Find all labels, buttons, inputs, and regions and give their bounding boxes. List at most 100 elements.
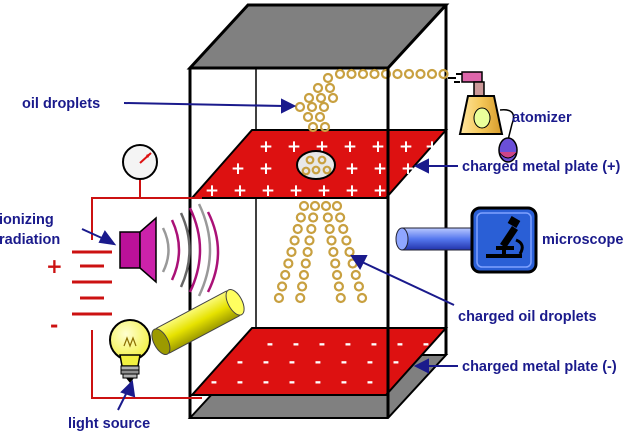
oil-droplet	[307, 121, 319, 133]
charged-oil-droplet	[353, 281, 365, 292]
plus-sign: +	[205, 181, 219, 201]
microscope-label: microscope	[542, 232, 623, 248]
charged-oil-droplet	[309, 200, 321, 212]
minus-sign: -	[315, 352, 322, 371]
oil-droplets-label: oil droplets	[22, 96, 100, 112]
minus-sign: -	[319, 334, 326, 353]
minus-sign: -	[315, 372, 322, 391]
minus-sign: -	[341, 352, 348, 371]
plus-sign: +	[259, 159, 273, 179]
plus-sign: +	[373, 181, 387, 201]
ionizing-label: ionizing	[0, 212, 54, 228]
light-bulb-icon	[109, 319, 151, 383]
charged-oil-droplet	[298, 269, 310, 281]
charged-oil-droplet	[300, 258, 311, 269]
oil-droplet	[318, 101, 330, 113]
charged-oil-droplet	[280, 269, 291, 281]
charged-oil-droplet	[276, 281, 288, 292]
plate-viewing-hole	[296, 150, 336, 180]
minus-sign: -	[211, 372, 218, 391]
oil-droplet	[311, 165, 321, 175]
minus-sign: -	[367, 352, 374, 371]
charged-oil-droplet	[292, 223, 303, 235]
charged-oil-droplet	[295, 292, 306, 304]
oil-droplets	[294, 68, 449, 133]
plus-sign: +	[399, 137, 413, 157]
minus-sign: -	[367, 372, 374, 391]
microscope-icon	[470, 206, 538, 274]
oil-droplet	[314, 111, 326, 123]
oil-droplet	[327, 92, 339, 104]
oil-droplet	[403, 68, 415, 80]
charged-oil-droplets-label: charged oil droplets	[458, 309, 597, 325]
charged-oil-droplet	[304, 235, 315, 246]
oil-droplets-in-hole	[301, 155, 332, 176]
oil-droplet	[357, 68, 369, 80]
battery-plus-sign: +	[46, 254, 63, 278]
minus-sign: -	[267, 334, 274, 353]
plus-sign: +	[289, 181, 303, 201]
charged-oil-droplet	[333, 281, 345, 292]
plus-sign: +	[231, 159, 245, 179]
oil-droplet	[301, 166, 311, 176]
oil-droplet	[294, 101, 306, 113]
oil-droplet	[317, 155, 327, 165]
oil-droplet	[324, 82, 336, 94]
oil-droplet	[305, 155, 315, 165]
plus-sign: +	[317, 181, 331, 201]
charged-oil-droplet	[350, 269, 361, 281]
radiation-label: radiation	[0, 232, 60, 248]
oil-droplet	[322, 165, 332, 175]
plus-sign: +	[261, 181, 275, 201]
oil-droplet	[303, 92, 315, 104]
plus-sign: +	[259, 137, 273, 157]
battery	[72, 250, 112, 316]
minus-sign: -	[289, 352, 296, 371]
minus-signs: ---------------------	[211, 334, 430, 391]
minus-sign: -	[263, 352, 270, 371]
minus-sign: -	[263, 372, 270, 391]
plus-sign: +	[233, 181, 247, 201]
charged-oil-droplet	[331, 200, 343, 212]
oil-droplet	[415, 68, 426, 80]
minus-sign: -	[423, 334, 430, 353]
microscope-tube	[395, 227, 475, 251]
negative-plate-label: charged metal plate (-)	[462, 359, 617, 375]
circuit-wires	[91, 174, 202, 399]
minus-sign: -	[397, 334, 404, 353]
charged-oil-droplet	[302, 246, 313, 258]
charged-oil-droplet	[322, 212, 333, 223]
light-beam	[151, 288, 245, 356]
plus-sign: +	[371, 137, 385, 157]
charged-oil-droplet	[324, 223, 335, 235]
charged-oil-droplet	[338, 223, 349, 235]
oil-droplet	[346, 68, 357, 80]
charged-oil-droplet	[356, 292, 368, 304]
oil-droplet	[302, 111, 314, 123]
charged-oil-droplet	[330, 258, 341, 269]
positive-plate-label: charged metal plate (+)	[462, 159, 621, 175]
charged-oil-droplet	[295, 212, 306, 223]
atomizer-icon	[448, 71, 518, 163]
charged-oil-droplet	[326, 235, 337, 246]
radiation-waves	[161, 203, 220, 297]
charged-oil-droplet	[308, 212, 319, 223]
plus-sign: +	[401, 159, 415, 179]
charged-oil-droplet	[320, 200, 332, 212]
charged-oil-droplet	[283, 258, 294, 269]
oil-droplet	[322, 72, 334, 84]
charged-oil-droplet	[289, 235, 300, 246]
speaker-icon	[119, 216, 157, 284]
plus-sign: +	[287, 137, 301, 157]
charged-oil-droplet	[344, 246, 355, 258]
plus-signs: +++++++++++++++++++	[205, 137, 439, 201]
chamber-top-cap	[186, 3, 450, 70]
oil-droplet	[315, 92, 327, 104]
charged-oil-droplet	[286, 246, 297, 258]
label-arrows	[81, 98, 458, 411]
plus-sign: +	[345, 159, 359, 179]
pressure-gauge-icon	[122, 144, 158, 180]
oil-droplet	[438, 68, 449, 80]
charged-oil-droplet	[335, 292, 346, 304]
